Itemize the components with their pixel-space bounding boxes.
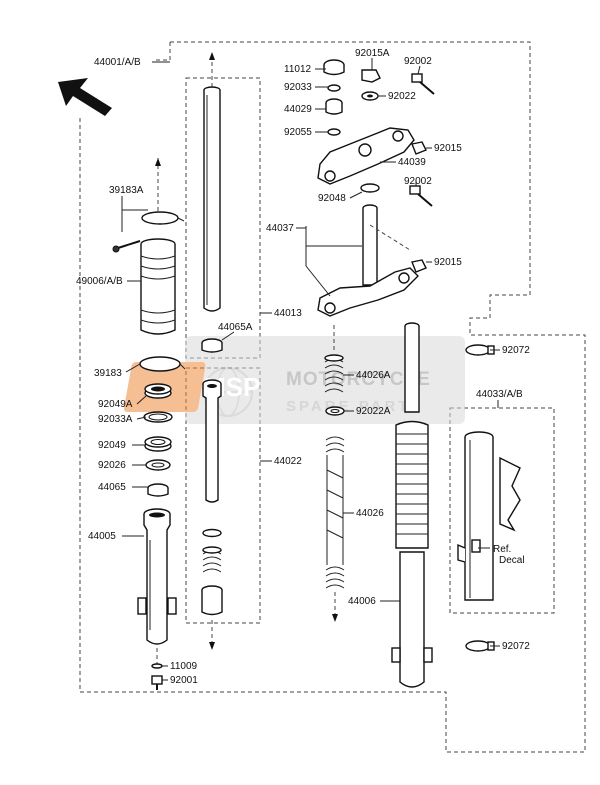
label-92015-low: 92015 xyxy=(434,257,462,268)
part-92022A-washer xyxy=(325,406,345,416)
label-92002-mid: 92002 xyxy=(404,176,432,187)
part-92048-seal xyxy=(360,183,380,193)
part-92015A-nut xyxy=(361,69,381,83)
leader-dash xyxy=(369,224,411,251)
label-39183A: 39183A xyxy=(109,185,144,196)
part-44022-damper-rod xyxy=(202,379,222,503)
label-44006: 44006 xyxy=(348,596,376,607)
part-44039-upper-clamp xyxy=(317,127,415,185)
label-92072-top: 92072 xyxy=(502,345,530,356)
part-44037-stem xyxy=(317,204,419,317)
group-box-44013 xyxy=(185,77,261,359)
label-44013: 44013 xyxy=(274,308,302,319)
part-92022-washer xyxy=(361,91,379,101)
label-92072-bottom: 92072 xyxy=(502,641,530,652)
label-92015-top: 92015 xyxy=(434,143,462,154)
part-screw xyxy=(112,240,141,253)
part-oil-lock xyxy=(201,585,223,616)
label-92055: 92055 xyxy=(284,127,312,138)
arrow-up-icon xyxy=(209,52,215,60)
part-44013-inner-tube xyxy=(203,86,221,312)
part-92055-oring xyxy=(327,128,341,136)
part-44065A xyxy=(201,338,223,353)
label-44037: 44037 xyxy=(266,223,294,234)
label-decal: Decal xyxy=(499,555,525,566)
part-39183A xyxy=(141,211,185,225)
leader-lines xyxy=(121,58,500,681)
label-92048: 92048 xyxy=(318,193,346,204)
label-39183: 39183 xyxy=(94,368,122,379)
label-44022: 44022 xyxy=(274,456,302,467)
part-92002-bolt-top xyxy=(411,73,435,95)
part-92026 xyxy=(145,459,171,471)
part-44026-spring xyxy=(325,436,345,589)
arrow-down-icon xyxy=(209,642,215,650)
part-92049A xyxy=(144,383,172,399)
label-44005: 44005 xyxy=(88,531,116,542)
label-ref: Ref. xyxy=(493,544,511,555)
label-44026: 44026 xyxy=(356,508,384,519)
part-92072-clamp-bottom xyxy=(465,640,495,652)
label-92015A: 92015A xyxy=(355,48,390,59)
part-44006-fork-leg xyxy=(391,322,433,688)
label-92033: 92033 xyxy=(284,82,312,93)
part-labels: 44001/A/B 39183A 49006/A/B 39183 92049A … xyxy=(76,48,530,686)
part-rebound-ring xyxy=(202,528,222,538)
part-92033-ring xyxy=(327,84,341,92)
label-11012: 11012 xyxy=(284,64,312,75)
assembly-frame xyxy=(79,41,586,753)
frame-notch xyxy=(155,42,171,61)
label-44033: 44033/A/B xyxy=(476,389,523,400)
part-92072-clamp-top xyxy=(465,344,495,356)
part-44065 xyxy=(147,483,169,497)
label-92026: 92026 xyxy=(98,460,126,471)
label-44026A: 44026A xyxy=(356,370,391,381)
label-92022: 92022 xyxy=(388,91,416,102)
label-49006: 49006/A/B xyxy=(76,276,123,287)
part-44033-fork-guard xyxy=(457,431,521,601)
label-44001: 44001/A/B xyxy=(94,57,141,68)
label-92002-top: 92002 xyxy=(404,56,432,67)
label-92022A: 92022A xyxy=(356,406,391,417)
label-92049A: 92049A xyxy=(98,399,133,410)
watermark-line2: SPARE PARTS xyxy=(286,398,423,415)
part-11009 xyxy=(151,663,163,669)
part-49006-boot xyxy=(140,238,176,335)
part-44005-outer-tube xyxy=(137,508,177,645)
part-92049 xyxy=(144,436,172,452)
part-92001 xyxy=(151,675,163,690)
label-92033A: 92033A xyxy=(98,414,133,425)
part-rebound-spring xyxy=(202,546,222,573)
label-92001: 92001 xyxy=(170,675,198,686)
arrow-up-icon xyxy=(155,158,161,166)
part-92015-nut-top xyxy=(411,141,427,155)
label-44029: 44029 xyxy=(284,104,312,115)
part-44029-nut xyxy=(325,98,343,115)
group-box-44033 xyxy=(449,407,555,614)
part-92002-bolt-mid xyxy=(409,185,433,207)
label-44065A: 44065A xyxy=(218,322,253,333)
part-11012-cap xyxy=(323,59,345,76)
part-92015-nut-low xyxy=(411,259,427,273)
part-92033A xyxy=(143,411,173,423)
label-44039: 44039 xyxy=(398,157,426,168)
label-92049: 92049 xyxy=(98,440,126,451)
label-11009: 11009 xyxy=(170,661,198,672)
label-44065: 44065 xyxy=(98,482,126,493)
direction-arrow-icon xyxy=(58,78,112,116)
arrow-down-icon xyxy=(332,614,338,622)
watermark-line1: MOTORCYCLE xyxy=(286,369,431,390)
part-44026A-spring xyxy=(324,354,344,393)
